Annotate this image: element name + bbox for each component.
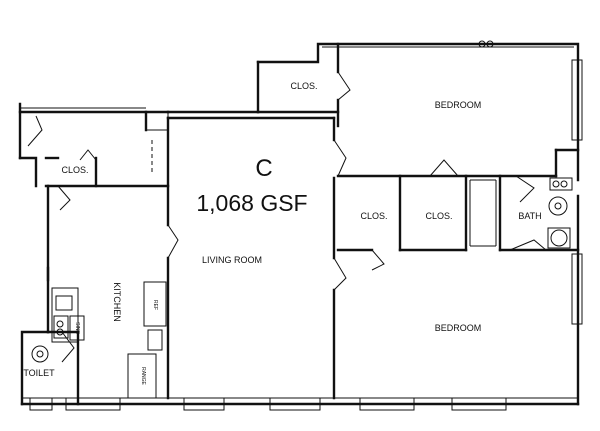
exterior-walls	[18, 42, 580, 406]
unit-letter: C	[255, 155, 272, 182]
room-label-closet-top: CLOS.	[290, 81, 317, 91]
door-swings	[27, 71, 547, 363]
labels: C 1,068 GSF CLOS. BEDROOM CLOS. CLOS. CL…	[23, 81, 541, 386]
unit-area: 1,068 GSF	[196, 190, 307, 216]
room-label-kitchen: KITCHEN	[112, 282, 122, 322]
fixtures	[31, 177, 573, 399]
room-label-toilet: TOILET	[23, 368, 55, 378]
room-label-closet-mid-b: CLOS.	[425, 211, 452, 221]
interior-walls	[44, 42, 580, 406]
room-label-bedroom-top: BEDROOM	[435, 100, 482, 110]
windows	[29, 40, 583, 411]
room-label-closet-mid-a: CLOS.	[360, 211, 387, 221]
fixture-label-sink: SINK	[74, 322, 80, 334]
fixture-label-ref: REF	[152, 300, 158, 310]
room-label-bedroom-bottom: BEDROOM	[435, 323, 482, 333]
fixture-label-range: RANGE	[140, 367, 146, 385]
room-label-closet-left: CLOS.	[61, 165, 88, 175]
room-label-living-room: LIVING ROOM	[202, 255, 262, 265]
room-label-bath: BATH	[518, 211, 541, 221]
